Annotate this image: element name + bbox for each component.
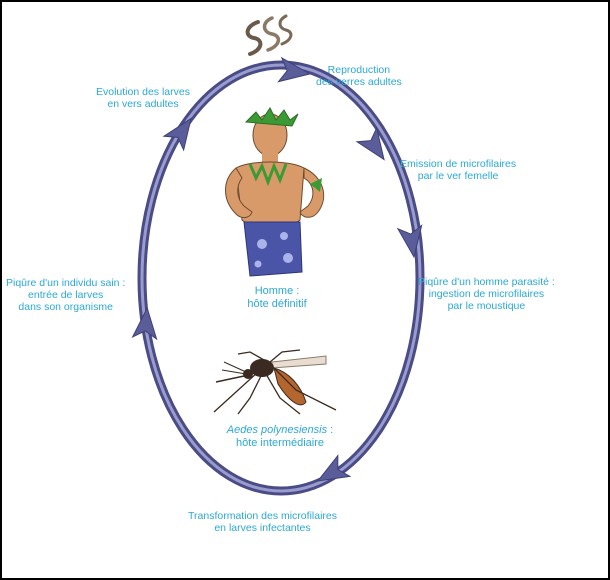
step-label-emission: Emission de microfilaires par le ver fem… xyxy=(400,158,517,182)
cycle-arrow-icon xyxy=(162,117,192,152)
cycle-arrow-icon xyxy=(131,306,158,341)
mosquito-illustration xyxy=(213,349,337,415)
cycle-ring-highlight xyxy=(140,63,422,493)
cycle-arrow-icon xyxy=(355,126,385,161)
definitive-host-label: Homme : hôte définitif xyxy=(247,285,307,310)
cycle-arrow-icon xyxy=(316,454,352,482)
cycle-arrow-icon xyxy=(396,224,423,259)
worm-icon xyxy=(245,14,293,56)
cycle-arrow-icon xyxy=(277,56,312,83)
step-label-infection: Piqûre d'un individu sain : entrée de la… xyxy=(6,277,126,313)
step-label-ingestion: Piqûre d'un homme parasité : ingestion d… xyxy=(418,276,555,312)
human-host-illustration xyxy=(225,107,325,277)
step-label-transformation: Transformation des microfilaires en larv… xyxy=(188,510,337,534)
species-colon: : xyxy=(327,424,334,436)
step-label-reproduction: Reproduction des verres adultes xyxy=(316,64,402,88)
species-name: Aedes polynesiensis xyxy=(226,424,328,436)
intermediate-host-label: Aedes polynesiensis : hôte intermédiaire xyxy=(226,424,334,449)
step-label-evolution: Evolution des larves en vers adultes xyxy=(96,86,190,110)
